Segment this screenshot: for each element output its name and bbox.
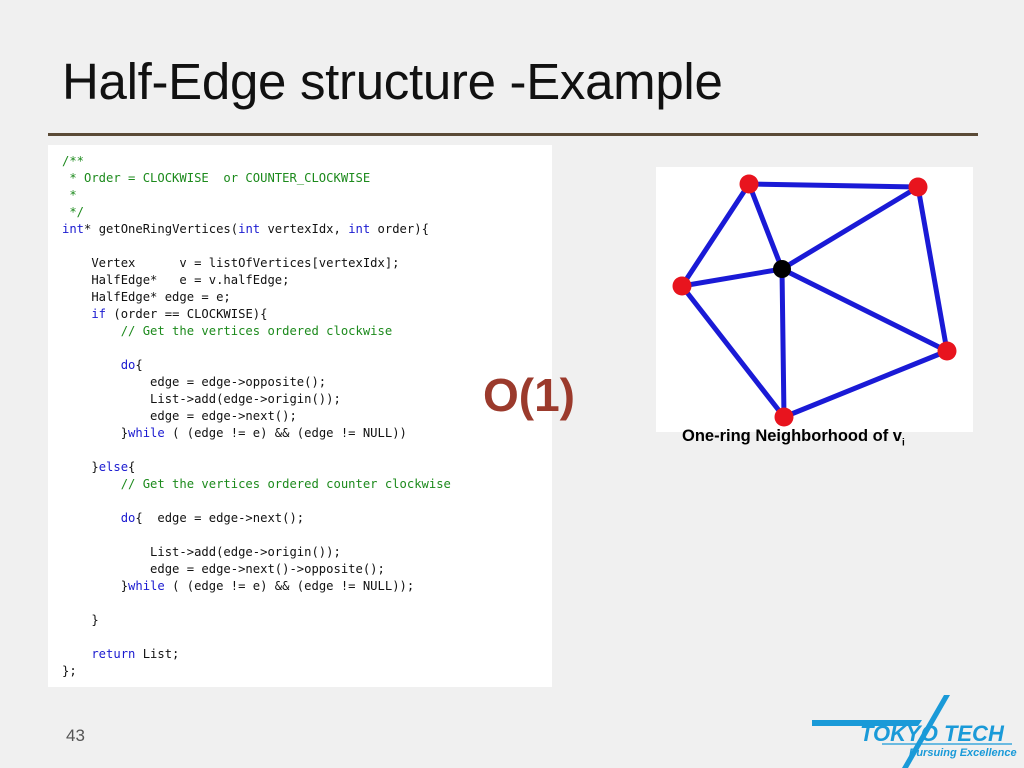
- graph-edge: [746, 181, 921, 190]
- code-line: HalfEdge* e = v.halfEdge;: [62, 273, 290, 287]
- title-divider: [48, 133, 978, 136]
- tokyo-tech-logo: TOKYO TECH Pursuing Excellence: [812, 695, 1017, 768]
- graph-panel: [656, 167, 973, 432]
- graph-edge: [779, 266, 950, 354]
- code-line: */: [62, 205, 85, 219]
- code-line: };: [62, 664, 77, 678]
- graph-edge: [746, 181, 785, 272]
- code-block: /** * Order = CLOCKWISE or COUNTER_CLOCK…: [62, 153, 451, 680]
- code-line: }: [62, 613, 99, 627]
- code-line: int* getOneRingVertices(int vertexIdx, i…: [62, 222, 429, 236]
- code-line: Vertex v = listOfVertices[vertexIdx];: [62, 256, 400, 270]
- page-number: 43: [66, 726, 85, 745]
- code-line: }else{: [62, 460, 136, 474]
- code-line: // Get the vertices ordered clockwise: [62, 324, 393, 338]
- code-line: }while ( (edge != e) && (edge != NULL)): [62, 426, 407, 440]
- graph-vertex-center: [773, 260, 791, 278]
- svg-text:TOKYO TECH: TOKYO TECH: [860, 721, 1005, 746]
- complexity-label: O(1): [483, 369, 575, 421]
- code-line: }while ( (edge != e) && (edge != NULL));: [62, 579, 415, 593]
- code-line: do{ edge = edge->next();: [62, 511, 305, 525]
- code-line: *: [62, 188, 77, 202]
- graph-vertex-outer: [672, 276, 692, 296]
- graph-edge: [779, 184, 921, 272]
- graph-edge: [679, 181, 752, 289]
- code-line: List->add(edge->origin());: [62, 545, 341, 559]
- graph-caption: One-ring Neighborhood of vi: [682, 427, 905, 448]
- graph-vertex-outer: [739, 174, 759, 194]
- code-line: edge = edge->next()->opposite();: [62, 562, 385, 576]
- graph-vertex-outer: [774, 407, 794, 427]
- graph-edge: [679, 266, 785, 289]
- code-line: do{: [62, 358, 143, 372]
- graph-vertex-outer: [908, 177, 928, 197]
- slide-title: Half-Edge structure -Example: [62, 53, 723, 110]
- code-line: if (order == CLOCKWISE){: [62, 307, 268, 321]
- graph-edge: [679, 283, 787, 420]
- code-panel: /** * Order = CLOCKWISE or COUNTER_CLOCK…: [48, 145, 552, 687]
- code-line: * Order = CLOCKWISE or COUNTER_CLOCKWISE: [62, 171, 371, 185]
- graph-caption-subscript: i: [901, 437, 905, 449]
- code-line: /**: [62, 154, 85, 168]
- one-ring-graph: [672, 174, 957, 427]
- graph-edge: [915, 184, 950, 354]
- code-line: edge = edge->opposite();: [62, 375, 327, 389]
- graph-vertex-outer: [937, 341, 957, 361]
- code-line: List->add(edge->origin());: [62, 392, 341, 406]
- code-line: // Get the vertices ordered counter cloc…: [62, 477, 451, 491]
- graph-edge: [779, 266, 787, 420]
- code-line: return List;: [62, 647, 180, 661]
- svg-text:Pursuing Excellence: Pursuing Excellence: [909, 747, 1017, 759]
- code-line: HalfEdge* edge = e;: [62, 290, 231, 304]
- graph-edge: [781, 348, 950, 420]
- graph-caption-text: One-ring Neighborhood of v: [682, 427, 902, 445]
- code-line: edge = edge->next();: [62, 409, 297, 423]
